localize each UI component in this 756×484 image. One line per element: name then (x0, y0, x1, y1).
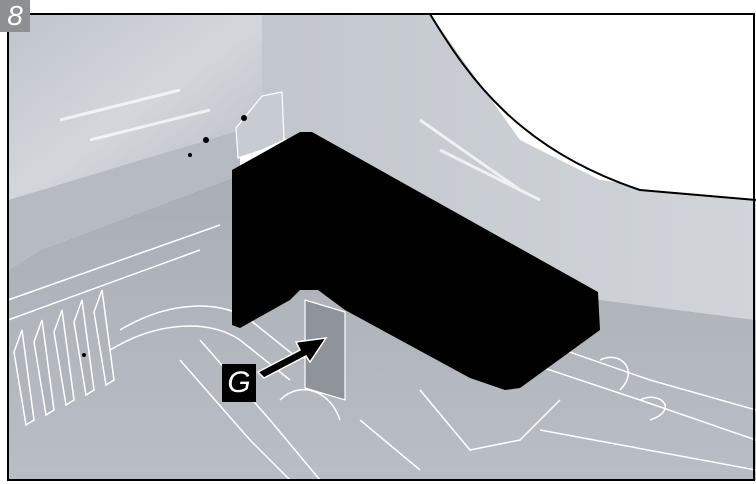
mounting-bracket (235, 91, 285, 159)
surface-reflections (59, 88, 541, 202)
left-wall (8, 130, 240, 270)
black-component (232, 132, 600, 390)
slot-post (304, 299, 346, 401)
cabinet-top-surface (262, 14, 756, 320)
callout-label-g: G (222, 364, 256, 402)
back-wall-panel (8, 14, 262, 200)
pointer-arrow (256, 337, 328, 379)
cabinet-edge-line (429, 13, 756, 201)
step-number-badge: 8 (0, 0, 30, 32)
vent-fins (13, 289, 115, 427)
